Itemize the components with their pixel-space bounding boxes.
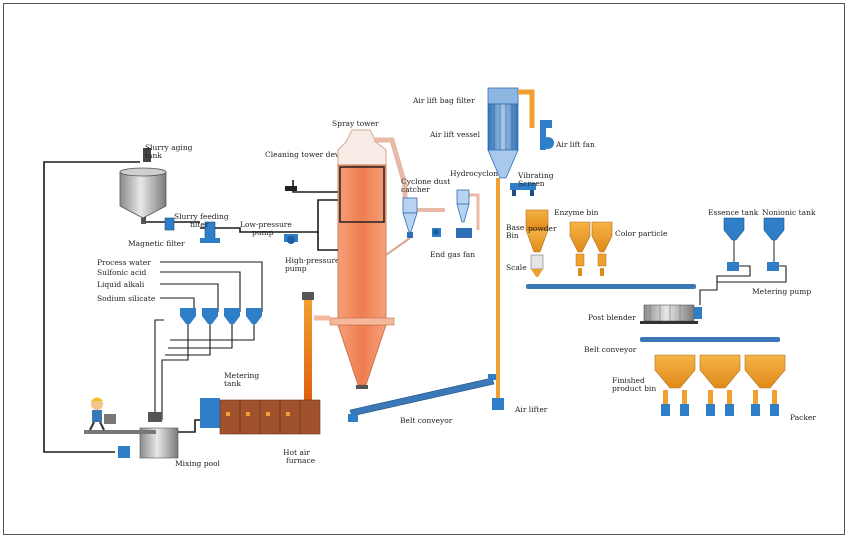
finished-product-bins: [654, 354, 786, 404]
metering-tanks: [180, 308, 262, 324]
vibrating-screen-label: Vibrating: [517, 171, 554, 180]
base-bin-label-2: Bin: [506, 231, 519, 240]
end-gas-fan: [432, 228, 441, 237]
powder-label: powder: [528, 224, 557, 233]
cyclone-dust-catcher-label-2: catcher: [401, 185, 430, 194]
post-blender-label: Post blender: [588, 313, 636, 322]
vibrating-screen: [510, 183, 536, 196]
essence-tank: [723, 217, 745, 271]
worker-figure: [89, 397, 116, 431]
air-lift-fan-label: Air lift fan: [555, 140, 595, 149]
sodium-silicate-label: Sodium silicate: [97, 294, 156, 303]
magnetic-filter-label: Magnetic filter: [128, 239, 185, 248]
mixing-pool-label: Mixing pool: [175, 459, 221, 468]
hydrocyclone: [456, 189, 472, 238]
nonionic-tank: [763, 217, 785, 271]
metering-tank-label-2: tank: [224, 379, 241, 388]
low-pressure-pump: [284, 234, 298, 244]
air-lift-vessel-label: Air lift vessel: [429, 130, 481, 139]
metering-tank-label: Metering: [224, 371, 259, 380]
slurry-aging-tank-label: Slurry aging: [145, 143, 193, 152]
low-pressure-pump-label: Low-pressure: [240, 220, 292, 229]
metering-pump-label: Metering pump: [752, 287, 811, 296]
hydrocyclone-label: Hydrocyclone: [450, 169, 503, 178]
metering-pump-piping: [699, 265, 787, 305]
air-lift-bag-filter-label: Air lift bag filter: [412, 96, 475, 105]
spray-tower: [329, 129, 395, 389]
mixing-pool: [84, 412, 179, 459]
exhaust-duct: [374, 137, 480, 256]
air-lifter-label: Air lifter: [514, 405, 548, 414]
packers: [661, 404, 779, 416]
finished-product-bin-label-2: product bin: [612, 384, 656, 393]
high-pressure-pump-label-2: pump: [285, 264, 307, 273]
high-pressure-pump-label: High-pressure: [285, 256, 340, 265]
hot-air-furnace-label-2: furnace: [286, 456, 316, 465]
low-pressure-pump-label-2: pump: [252, 228, 274, 237]
color-particle-label: Color particle: [615, 229, 668, 238]
slurry-feeding-filter-label-2: filter: [190, 220, 209, 229]
base-bin-label: Base: [506, 223, 525, 232]
sulfonic-acid-label: Sulfonic acid: [97, 268, 147, 277]
slurry-aging-tank-label-2: tank: [145, 151, 162, 160]
cyclone-dust-catcher-label: Cyclone dust: [401, 177, 450, 186]
cleaning-tower-device: [285, 180, 340, 193]
essence-tank-label: Essence tank: [708, 208, 759, 217]
air-lift-bag-filter: [487, 87, 519, 179]
slurry-feeding-filter: [200, 221, 220, 243]
air-lift-fan: [540, 120, 554, 150]
scale-label: Scale: [506, 263, 527, 272]
hot-air-furnace-label: Hot air: [283, 448, 310, 457]
tower-connections: [317, 232, 338, 251]
enzyme-color-bins: [569, 221, 613, 276]
cyclone-dust-catcher: [402, 197, 418, 238]
upper-belt-conveyor: [526, 284, 696, 289]
cleaning-tower-device-label: Cleaning tower device: [265, 150, 351, 159]
finished-product-bin-label: Finished: [612, 376, 645, 385]
liquid-alkali-label: Liquid alkali: [97, 280, 145, 289]
magnetic-filter: [164, 217, 175, 231]
belt-conveyor-right-label: Belt conveyor: [584, 345, 637, 354]
belt-conveyor-bottom-label: Belt conveyor: [400, 416, 453, 425]
end-gas-fan-label: End gas fan: [430, 250, 475, 259]
vibrating-screen-label-2: Screen: [518, 179, 545, 188]
base-bin: [525, 209, 549, 277]
process-water-label: Process water: [97, 258, 151, 267]
air-lift-duct: [496, 89, 535, 398]
slurry-feeding-filter-label: Slurry feeding: [174, 212, 229, 221]
air-lifter: [492, 398, 504, 410]
spray-tower-label: Spray tower: [332, 119, 379, 128]
hot-air-furnace: [200, 292, 330, 435]
post-blender: [640, 304, 702, 324]
bottom-belt-conveyor: [348, 374, 496, 422]
right-belt-conveyor: [640, 337, 780, 342]
slurry-aging-tank: [119, 148, 167, 224]
enzyme-bin-label: Enzyme bin: [554, 208, 599, 217]
nonionic-tank-label: Nonionic tank: [762, 208, 816, 217]
slurry-piping: [43, 161, 338, 453]
packer-label: Packer: [790, 413, 816, 422]
